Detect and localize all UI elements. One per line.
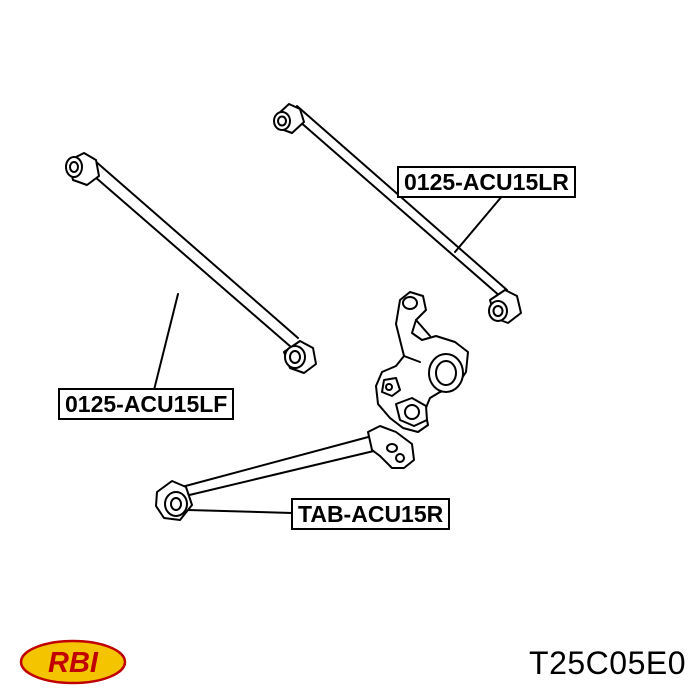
rear-knuckle <box>375 291 469 433</box>
label-lower-arm: 0125-ACU15LF <box>58 388 235 420</box>
leader-line-lr <box>454 194 504 253</box>
rbi-logo-text: RBI <box>48 647 99 679</box>
trailing-arm <box>155 425 415 521</box>
leader-line-lf <box>153 293 179 391</box>
label-upper-arm: 0125-ACU15LR <box>397 166 576 198</box>
upper-control-arm <box>273 103 522 324</box>
lower-control-arm <box>65 152 317 374</box>
leader-line-tab <box>187 509 293 514</box>
rbi-logo: RBI <box>19 639 127 685</box>
part-number: T25C05E0 <box>529 645 686 681</box>
label-trailing-arm: TAB-ACU15R <box>291 498 451 530</box>
